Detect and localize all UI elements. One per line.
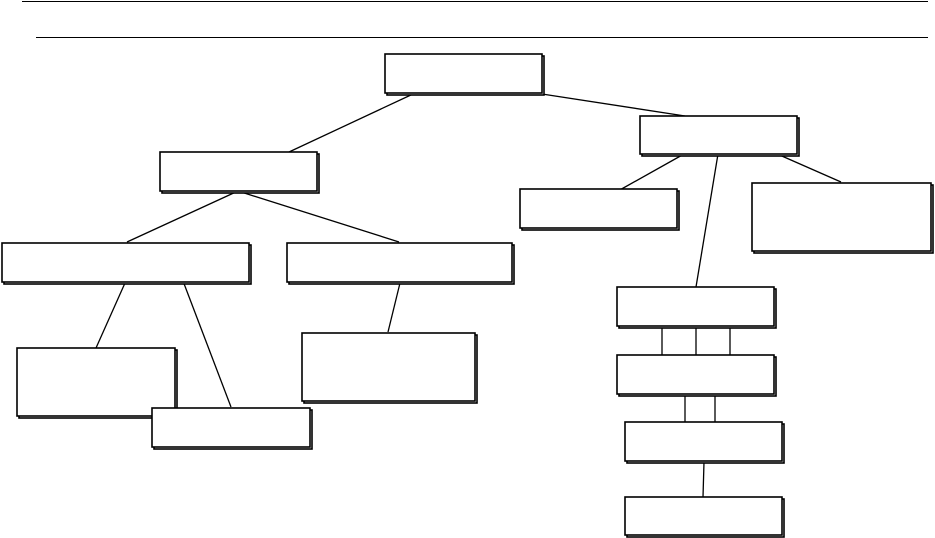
edge-left-branch-left-right — [237, 190, 400, 243]
node-right-left — [519, 188, 680, 231]
node-left-right-child-box — [301, 332, 476, 402]
connectors — [95, 93, 842, 498]
node-chain-3-box — [624, 421, 783, 462]
node-left-left — [1, 242, 252, 285]
node-left-left-child-b-box — [151, 407, 311, 448]
node-left-branch — [159, 151, 320, 194]
edge-right-branch-right-right — [774, 152, 842, 183]
node-left-left-box — [1, 242, 250, 283]
node-left-left-child-b — [151, 407, 313, 450]
node-right-left-box — [519, 188, 678, 229]
edge-root-left-branch — [288, 93, 414, 153]
node-left-branch-box — [159, 151, 318, 192]
node-chain-1-box — [616, 286, 775, 327]
edge-left-branch-left-left — [126, 190, 239, 243]
edge-right-branch-chain-1 — [695, 153, 719, 288]
node-chain-2 — [616, 354, 777, 397]
node-left-right — [286, 242, 515, 285]
node-left-right-box — [286, 242, 513, 283]
node-chain-4 — [624, 496, 785, 538]
edge-root-right-branch — [541, 93, 686, 117]
node-chain-1 — [616, 286, 777, 329]
node-left-left-child-a-box — [16, 347, 176, 417]
edge-left-left-child-a — [95, 282, 126, 349]
node-chain-4-box — [624, 496, 783, 536]
node-chain-2-box — [616, 354, 775, 395]
node-right-branch — [639, 115, 800, 157]
node-root-box — [384, 53, 543, 94]
edge-left-right-child — [387, 282, 401, 333]
node-right-branch-box — [639, 115, 798, 155]
node-chain-3 — [624, 421, 785, 464]
edge-left-left-child-b — [182, 280, 232, 408]
node-left-left-child-a — [16, 347, 178, 419]
node-right-right-box — [751, 182, 932, 252]
node-left-right-child — [301, 332, 478, 404]
node-right-right — [751, 182, 934, 254]
node-root — [384, 53, 545, 96]
edge-chain-3-4 — [702, 461, 705, 498]
edge-right-branch-right-left — [617, 153, 685, 192]
